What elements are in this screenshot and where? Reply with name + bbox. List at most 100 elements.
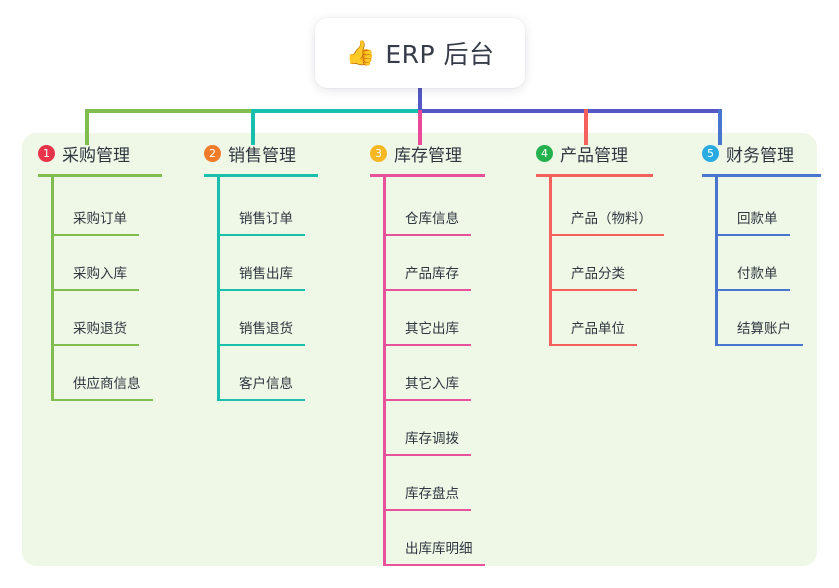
list-item-underline	[217, 399, 305, 401]
list-item-underline	[51, 289, 139, 291]
list-item-label: 采购订单	[73, 211, 127, 227]
column-title: 库存管理	[394, 145, 462, 166]
column-badge-5: 5	[702, 144, 719, 162]
list-item[interactable]: 销售退货	[217, 291, 305, 346]
list-item-underline	[383, 344, 471, 346]
column-underline	[370, 174, 485, 177]
list-item-underline	[217, 289, 305, 291]
column-badge-1: 1	[38, 144, 55, 162]
list-item-underline	[383, 509, 471, 511]
list-item[interactable]: 结算账户	[715, 291, 803, 346]
list-item[interactable]: 回款单	[715, 181, 790, 236]
list-item-label: 产品单位	[571, 321, 625, 337]
list-item-underline	[549, 344, 637, 346]
list-item-underline	[715, 234, 790, 236]
column-underline	[536, 174, 653, 177]
list-item-label: 结算账户	[737, 321, 791, 337]
column-spine	[549, 177, 552, 346]
column-underline	[38, 174, 162, 177]
list-item-label: 其它入库	[405, 376, 459, 392]
column-stub-2	[251, 109, 255, 145]
list-item-label: 仓库信息	[405, 211, 459, 227]
column-header-产品管理[interactable]: 4 产品管理	[520, 133, 686, 173]
list-item[interactable]: 产品单位	[549, 291, 637, 346]
column-1: 1 采购管理采购订单采购入库采购退货供应商信息	[22, 133, 188, 401]
trunk-segment-2	[251, 109, 420, 113]
list-item-label: 销售退货	[239, 321, 293, 337]
column-header-财务管理[interactable]: 5 财务管理	[686, 133, 839, 173]
list-item[interactable]: 其它出库	[383, 291, 471, 346]
list-item[interactable]: 库存盘点	[383, 456, 471, 511]
list-item-underline	[383, 399, 471, 401]
list-item-underline	[383, 289, 471, 291]
list-item[interactable]: 库存调拨	[383, 401, 471, 456]
column-header-采购管理[interactable]: 1 采购管理	[22, 133, 188, 173]
list-item-label: 其它出库	[405, 321, 459, 337]
column-badge-2: 2	[204, 144, 221, 162]
list-item-label: 产品分类	[571, 266, 625, 282]
list-item[interactable]: 销售订单	[217, 181, 305, 236]
list-item-label: 销售订单	[239, 211, 293, 227]
list-item-label: 产品（物料）	[571, 211, 652, 227]
column-stub-5	[718, 109, 722, 145]
list-item[interactable]: 其它入库	[383, 346, 471, 401]
root-node-erp-backend[interactable]: 👍 ERP 后台	[315, 18, 525, 88]
list-item-label: 出库库明细	[405, 541, 473, 557]
list-item[interactable]: 产品库存	[383, 236, 471, 291]
list-item-underline	[383, 234, 471, 236]
list-item-label: 回款单	[737, 211, 778, 227]
list-item[interactable]: 客户信息	[217, 346, 305, 401]
diagram-background-panel	[22, 133, 817, 566]
trunk-segment-3	[418, 109, 720, 113]
trunk-segment-1	[85, 109, 253, 113]
column-underline	[204, 174, 318, 177]
list-item-label: 付款单	[737, 266, 778, 282]
column-badge-3: 3	[370, 144, 387, 162]
root-connector-line	[418, 86, 422, 110]
column-stub-1	[85, 109, 89, 145]
list-item[interactable]: 销售出库	[217, 236, 305, 291]
column-stub-4	[584, 109, 588, 145]
column-header-销售管理[interactable]: 2 销售管理	[188, 133, 354, 173]
column-header-库存管理[interactable]: 3 库存管理	[354, 133, 520, 173]
list-item-underline	[217, 234, 305, 236]
list-item[interactable]: 产品（物料）	[549, 181, 664, 236]
column-title: 销售管理	[228, 145, 296, 166]
list-item-underline	[549, 289, 637, 291]
list-item-underline	[715, 344, 803, 346]
list-item[interactable]: 采购入库	[51, 236, 139, 291]
list-item-underline	[383, 564, 485, 566]
column-title: 采购管理	[62, 145, 130, 166]
list-item-underline	[51, 344, 139, 346]
root-node-title: ERP 后台	[385, 40, 495, 69]
column-4: 4 产品管理产品（物料） 产品分类产品单位	[520, 133, 686, 346]
column-title: 产品管理	[560, 145, 628, 166]
list-item[interactable]: 仓库信息	[383, 181, 471, 236]
list-item-label: 库存调拨	[405, 431, 459, 447]
list-item-label: 采购入库	[73, 266, 127, 282]
column-underline	[702, 174, 821, 177]
list-item[interactable]: 付款单	[715, 236, 790, 291]
column-stub-3	[418, 109, 422, 145]
column-badge-4: 4	[536, 144, 553, 162]
column-spine	[715, 177, 718, 346]
column-2: 2 销售管理销售订单销售出库销售退货客户信息	[188, 133, 354, 401]
list-item[interactable]: 采购订单	[51, 181, 139, 236]
list-item-label: 库存盘点	[405, 486, 459, 502]
thumbs-up-icon: 👍	[345, 39, 376, 67]
column-spine	[383, 177, 386, 566]
list-item[interactable]: 供应商信息	[51, 346, 153, 401]
diagram-columns: 1 采购管理采购订单采购入库采购退货供应商信息 2 销售管理销售订单销售出库销售退货客…	[22, 133, 821, 566]
list-item[interactable]: 采购退货	[51, 291, 139, 346]
list-item[interactable]: 出库库明细	[383, 511, 485, 566]
list-item-label: 供应商信息	[73, 376, 141, 392]
list-item[interactable]: 产品分类	[549, 236, 637, 291]
list-item-underline	[383, 454, 471, 456]
list-item-underline	[51, 234, 139, 236]
list-item-underline	[715, 289, 790, 291]
column-title: 财务管理	[726, 145, 794, 166]
column-3: 3 库存管理仓库信息产品库存其它出库其它入库库存调拨库存盘点出库库明细	[354, 133, 520, 566]
list-item-underline	[51, 399, 153, 401]
list-item-label: 采购退货	[73, 321, 127, 337]
list-item-label: 客户信息	[239, 376, 293, 392]
